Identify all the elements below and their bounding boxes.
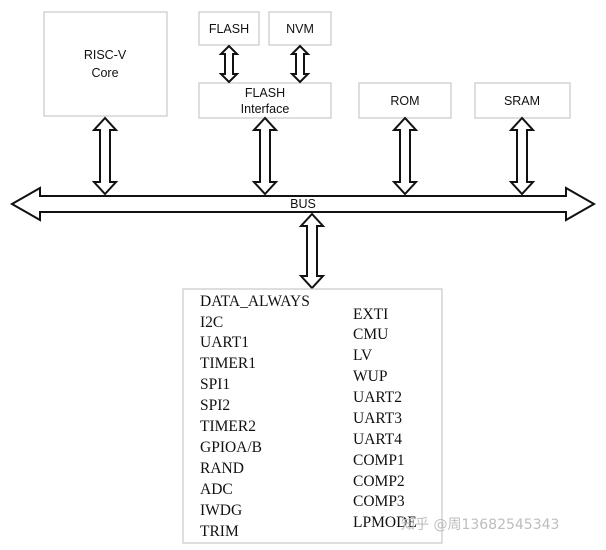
peripheral-item: COMP3 — [353, 493, 405, 510]
peripheral-item: UART1 — [200, 334, 249, 351]
flash-interface-label-line2: Interface — [241, 102, 290, 116]
peripheral-item: UART4 — [353, 431, 402, 448]
peripheral-item: TIMER2 — [200, 418, 256, 435]
peripheral-item: SPI1 — [200, 376, 230, 393]
peripheral-item: COMP2 — [353, 473, 405, 490]
flash-interface-bus-arrow — [251, 116, 279, 196]
rom-label: ROM — [390, 94, 419, 108]
peripheral-item: LV — [353, 347, 373, 364]
peripheral-item: LPMODE — [353, 514, 417, 531]
flash-interface-block — [198, 82, 332, 119]
peripheral-item: RAND — [200, 460, 244, 477]
peripheral-item: ADC — [200, 481, 233, 498]
peripheral-item: I2C — [200, 314, 223, 331]
peripheral-item: TIMER1 — [200, 355, 256, 372]
sram-label: SRAM — [504, 94, 540, 108]
bus-peripherals-arrow — [298, 212, 326, 290]
flash-block — [198, 11, 260, 46]
peripheral-item: UART2 — [353, 389, 402, 406]
watermark: 知乎 @周13682545343 — [401, 516, 559, 533]
peripheral-item: EXTI — [353, 306, 388, 323]
flash-to-interface-arrow — [218, 44, 240, 84]
bus-label: BUS — [290, 197, 316, 211]
nvm-block — [268, 11, 332, 46]
peripherals-right-column: EXTI CMU LV WUP UART2 UART3 UART4 COMP1 … — [353, 306, 417, 531]
sram-bus-arrow — [508, 116, 536, 196]
peripherals-left-column: DATA_ALWAYS I2C UART1 TIMER1 SPI1 SPI2 T… — [200, 293, 310, 540]
peripheral-item: WUP — [353, 368, 387, 385]
riscv-core-block — [43, 11, 168, 117]
rom-block — [358, 82, 452, 119]
peripheral-item: TRIM — [200, 523, 239, 540]
rom-bus-arrow — [391, 116, 419, 196]
riscv-bus-arrow — [91, 116, 119, 196]
riscv-core-label-line2: Core — [91, 66, 118, 80]
peripheral-item: IWDG — [200, 502, 242, 519]
bus-arrow — [9, 186, 597, 222]
peripheral-item: UART3 — [353, 410, 402, 427]
peripherals-block — [182, 288, 443, 544]
nvm-label: NVM — [286, 22, 314, 36]
peripheral-item: CMU — [353, 326, 388, 343]
peripheral-item: SPI2 — [200, 397, 230, 414]
peripheral-item: COMP1 — [353, 452, 405, 469]
riscv-core-label-line1: RISC-V — [84, 48, 127, 62]
peripheral-item: DATA_ALWAYS — [200, 293, 310, 310]
nvm-to-interface-arrow — [289, 44, 311, 84]
flash-label: FLASH — [209, 22, 249, 36]
flash-interface-label-line1: FLASH — [245, 86, 285, 100]
peripheral-item: GPIOA/B — [200, 439, 262, 456]
